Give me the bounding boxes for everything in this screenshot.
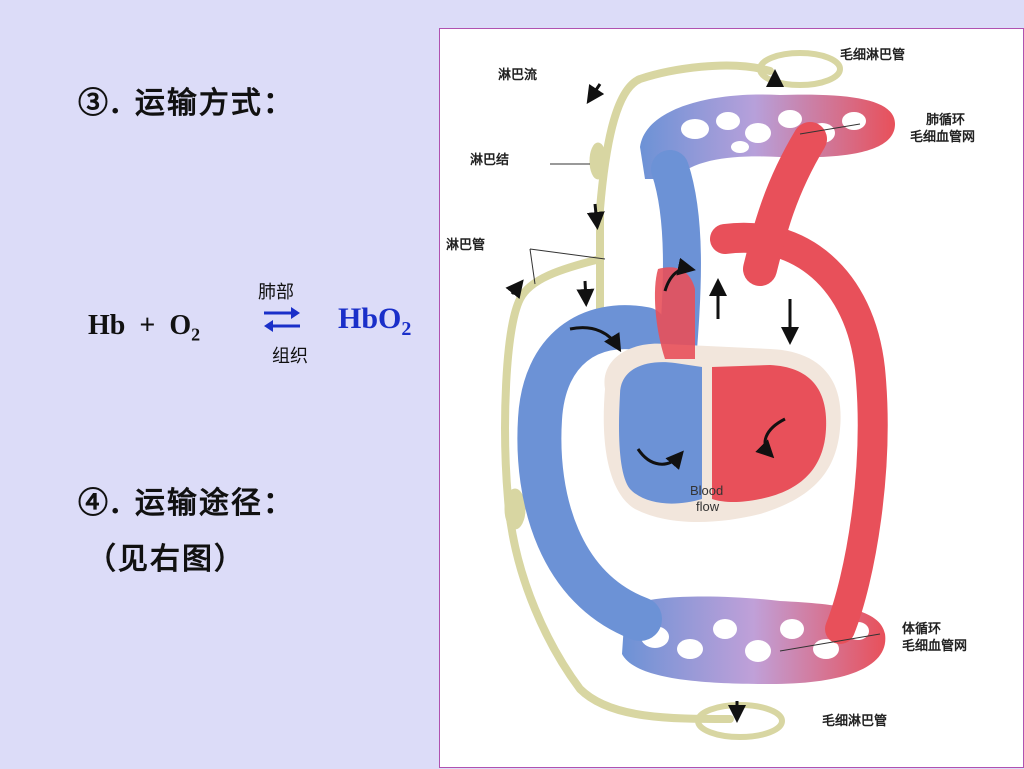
label-lymph-node: 淋巴结 (470, 152, 509, 168)
heart (603, 267, 841, 523)
label-systemic-circulation: 体循环 (902, 621, 941, 637)
flow-arrows (505, 69, 799, 723)
pulmonary-vein (743, 122, 827, 286)
section-heading-transport-mode: ③. 运输方式： (78, 86, 295, 121)
hb-text: Hb (88, 310, 126, 341)
label-blood-line2: flow (696, 499, 720, 514)
condition-lungs: 肺部 (258, 282, 294, 303)
product-text: HbO (338, 302, 402, 335)
equation-product: HbO2 (338, 302, 411, 341)
oxygen-text: O (169, 310, 192, 341)
label-pulmonary-capillary-net: 毛细血管网 (910, 129, 975, 145)
circulation-illustration: 淋巴流 淋巴结 淋巴管 毛细淋巴管 肺循环 毛细血管网 体循环 毛细血管网 毛细… (446, 47, 975, 740)
systemic-vein (517, 305, 667, 641)
label-blood-line1: Blood (690, 483, 723, 498)
plus-sign: + (139, 310, 156, 341)
label-lymph-vessel: 淋巴管 (446, 237, 485, 253)
see-right-figure-note: （见右图） (86, 542, 246, 577)
label-lymph-flow: 淋巴流 (498, 67, 537, 83)
label-lymph-capillary-top: 毛细淋巴管 (840, 47, 905, 63)
reversible-arrow-icon (264, 307, 300, 332)
label-pulmonary-circulation: 肺循环 (926, 112, 965, 128)
oxygen-subscript: 2 (191, 324, 201, 345)
equation-reactants: Hb + O2 (88, 310, 200, 346)
label-lymph-capillary-bottom: 毛细淋巴管 (822, 713, 887, 729)
systemic-artery (710, 222, 888, 644)
section-heading-transport-route: ④. 运输途径： (78, 486, 295, 521)
circulation-diagram: 淋巴流 淋巴结 淋巴管 毛细淋巴管 肺循环 毛细血管网 体循环 毛细血管网 毛细… (439, 28, 1024, 768)
label-systemic-capillary-net: 毛细血管网 (902, 638, 967, 654)
product-subscript: 2 (401, 318, 412, 340)
leader-lines (529, 123, 881, 652)
condition-tissues: 组织 (272, 346, 308, 367)
